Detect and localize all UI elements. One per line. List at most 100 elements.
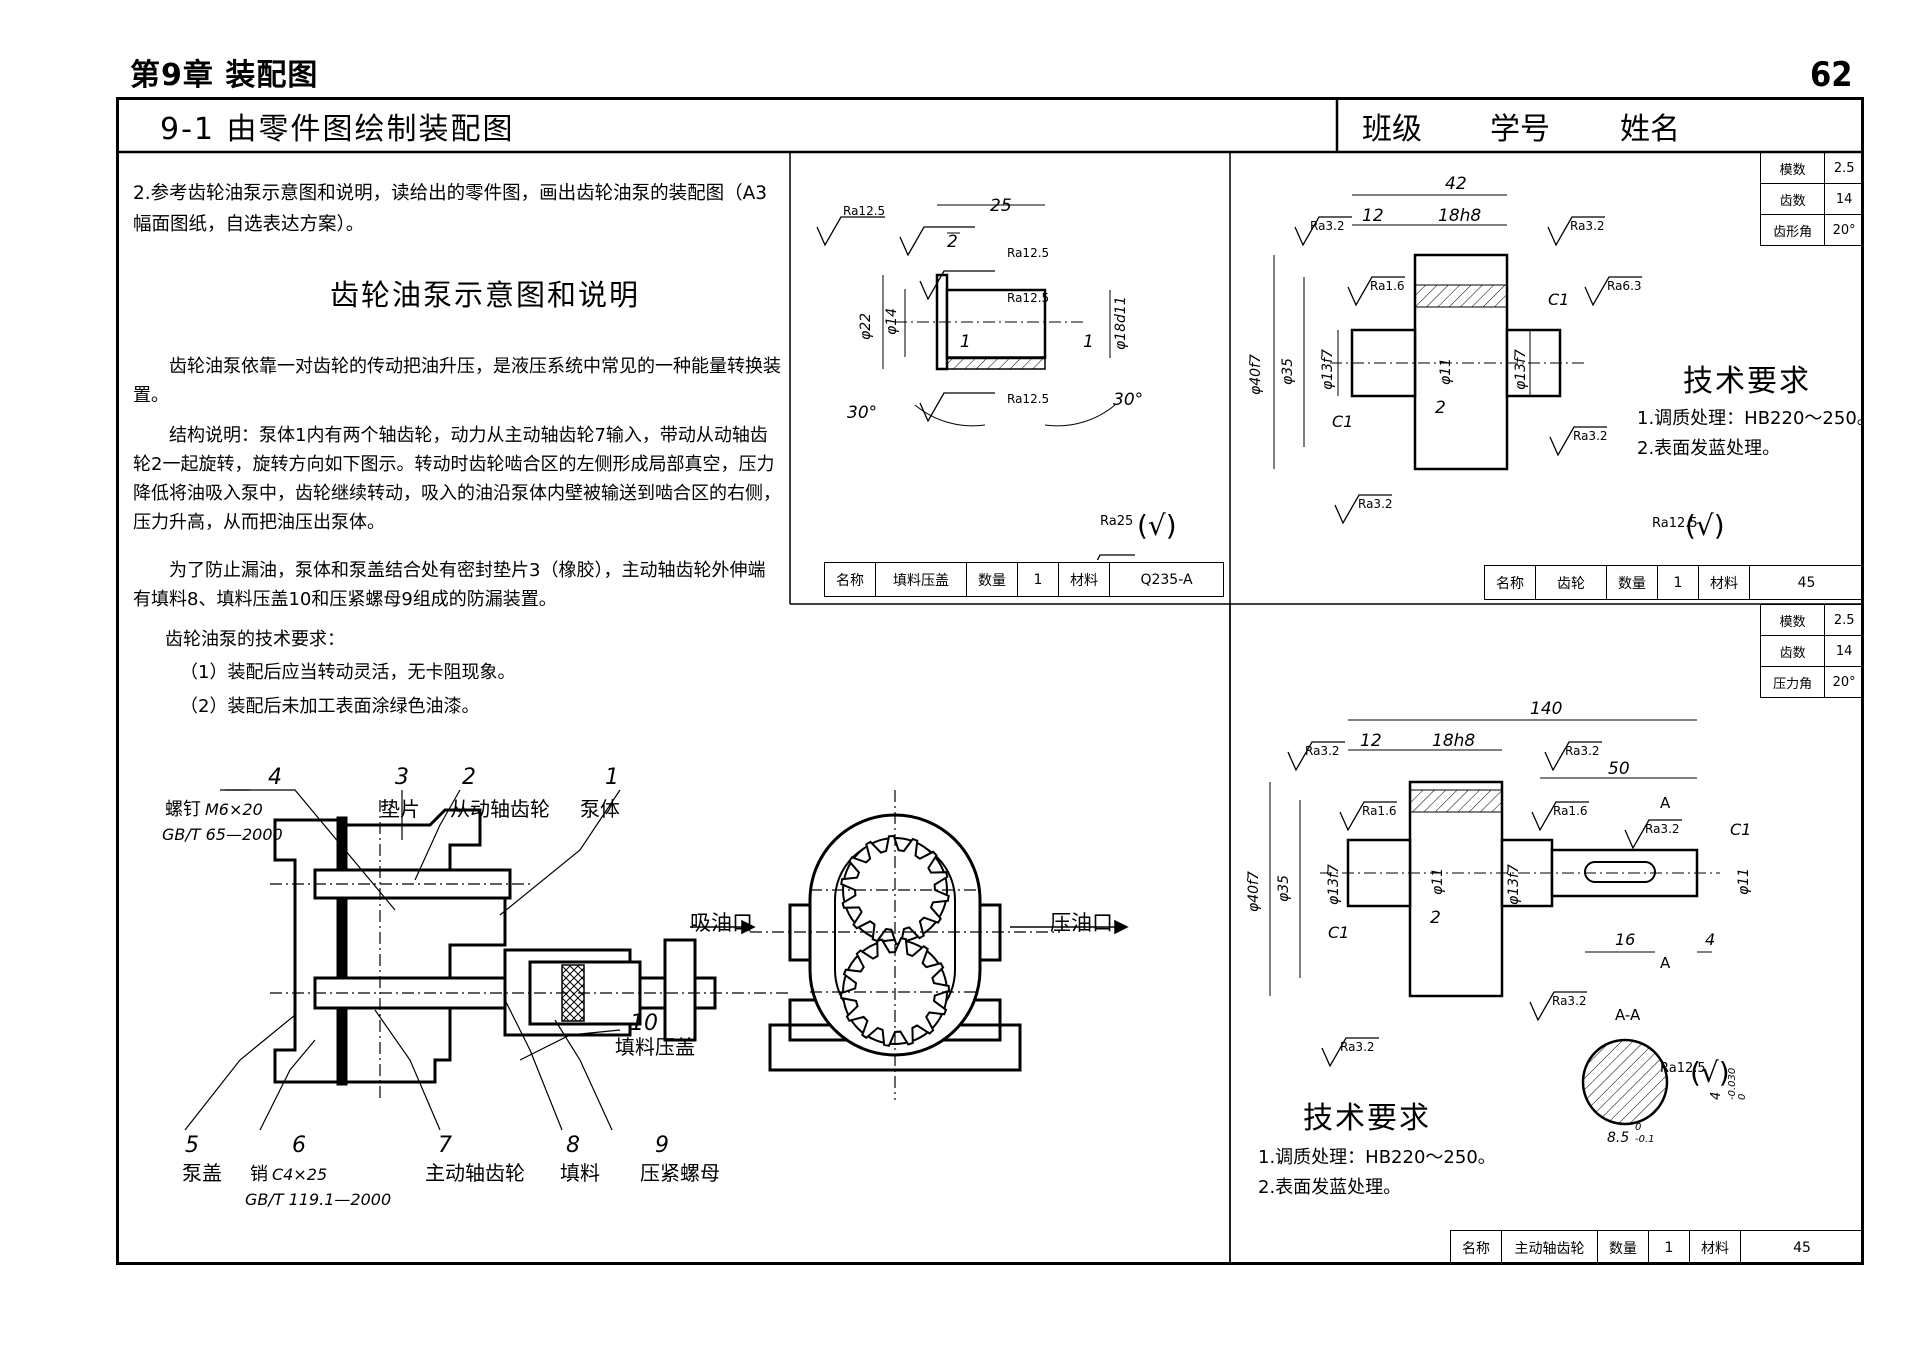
shaft-param-module-label: 模数: [1759, 604, 1826, 636]
gear-dim-phi13f7-a: φ13f7: [1320, 349, 1336, 390]
tech-req-title: 齿轮油泵的技术要求：: [165, 629, 345, 650]
shaft-param-angle: 20°: [1824, 666, 1864, 698]
shaft-dim-phi11-b: φ11: [1736, 868, 1752, 895]
tb-name-label: 名称: [824, 562, 876, 597]
balloon-3: 3: [395, 765, 409, 790]
pump-body: [343, 808, 507, 1084]
balloon-4: 4: [268, 765, 282, 790]
shaft-ra-6: Ra3.2: [1552, 994, 1587, 1008]
gear-req-2: 2.表面发蓝处理。: [1637, 438, 1781, 459]
gear-dim-18h8: 18h8: [1438, 206, 1481, 226]
tb-name-label: 名称: [1484, 565, 1536, 600]
label-gasket: 垫片: [380, 797, 420, 821]
gear-dim-phi40f7: φ40f7: [1248, 354, 1264, 395]
shaft-ra-2: Ra3.2: [1565, 744, 1600, 758]
gland-check: (√): [1137, 509, 1177, 542]
shaft-keyway-tol-lower: -0.030: [1727, 1068, 1738, 1100]
gland-dim-phi22: φ22: [858, 313, 874, 340]
shaft-dim-phi35: φ35: [1276, 875, 1292, 902]
shaft-ra-3: Ra1.6: [1362, 804, 1397, 818]
gear-param-module-label: 模数: [1759, 152, 1826, 184]
tech-req-2: （2）装配后未加工表面涂绿色油漆。: [180, 696, 480, 717]
shaft-dim-4: 4: [1705, 930, 1715, 949]
gland-dim-1a: 1: [960, 332, 971, 352]
tb-part-name: 主动轴齿轮: [1501, 1230, 1598, 1265]
shaft-dim-16: 16: [1615, 930, 1635, 949]
shaft-ra-7: Ra3.2: [1340, 1040, 1375, 1054]
tb-part-name: 填料压盖: [875, 562, 967, 597]
tb-material: 45: [1740, 1230, 1864, 1265]
pump-section-schematic: 4 3 2 1 5 6 7 8 9 10 泵体 从动轴齿轮 垫片 螺钉 M6×2…: [162, 765, 790, 1209]
shaft-section-title: A-A: [1615, 1006, 1641, 1024]
shaft-param-module: 2.5: [1824, 604, 1864, 636]
gear-ra-5: Ra3.2: [1573, 429, 1608, 443]
tb-mat-label: 材料: [1689, 1230, 1741, 1265]
gear-ra-1: Ra3.2: [1310, 219, 1345, 233]
gland-dim-25: 25: [990, 196, 1012, 216]
paragraph-structure: 结构说明：泵体1内有两个轴齿轮，动力从主动轴齿轮7输入，带动从动轴齿轮2一起旋转…: [133, 425, 781, 533]
shaft-dim-c1-b: C1: [1328, 923, 1349, 942]
shaft-part-drawing: 140 12 18h8 50 C1 φ40f7 φ35 φ13f7 φ11 φ1…: [1246, 699, 1752, 1145]
shaft-ra-1: Ra3.2: [1305, 744, 1340, 758]
gear-part-drawing: 42 12 18h8 C1 φ40f7 φ35 φ13f7 φ11 φ13f7 …: [1248, 174, 1725, 542]
gland-ra-2: Ra12.5: [1007, 246, 1049, 260]
balloon-8: 8: [566, 1133, 580, 1158]
tb-qty-label: 数量: [966, 562, 1018, 597]
label-gland: 填料压盖: [615, 1035, 695, 1059]
gear-dim-12: 12: [1362, 206, 1384, 226]
gland-title-block: 名称 填料压盖 数量 1 材料 Q235-A: [824, 562, 1224, 597]
shaft-ra-5: Ra3.2: [1645, 822, 1680, 836]
shaft-dim-phi13f7-b: φ13f7: [1506, 864, 1522, 905]
balloon-1: 1: [605, 765, 619, 790]
gear-ra-2: Ra3.2: [1570, 219, 1605, 233]
gear-ra-3: Ra1.6: [1370, 279, 1405, 293]
page-number: 62: [1810, 55, 1853, 95]
label-nut: 压紧螺母: [640, 1161, 720, 1185]
shaft-check: (√): [1690, 1056, 1730, 1089]
balloon-7: 7: [438, 1133, 452, 1158]
shaft-ra-4: Ra1.6: [1553, 804, 1588, 818]
label-pump-body: 泵体: [580, 797, 620, 821]
tb-material: 45: [1749, 565, 1864, 600]
gear-ra-6: Ra3.2: [1358, 497, 1393, 511]
paragraph-overview: 齿轮油泵依靠一对齿轮的传动把油升压，是液压系统中常见的一种能量转换装置。: [133, 356, 781, 406]
gear-param-module: 2.5: [1824, 152, 1864, 184]
gear-dim-phi35: φ35: [1280, 358, 1296, 385]
gear-param-teeth-label: 齿数: [1759, 183, 1826, 215]
shaft-keyway-tol-upper: 0: [1737, 1094, 1748, 1100]
label-pin-std: GB/T 119.1—2000: [245, 1190, 391, 1209]
tb-qty: 1: [1648, 1230, 1690, 1265]
balloon-9: 9: [655, 1133, 669, 1158]
gland-dim-30deg-a: 30°: [847, 403, 877, 423]
shaft-dim-phi40f7: φ40f7: [1246, 871, 1262, 912]
gear-dim-phi13f7-b: φ13f7: [1513, 349, 1529, 390]
shaft-req-1: 1.调质处理：HB220～250。: [1258, 1147, 1496, 1168]
label-screw-spec: M6×20: [205, 800, 263, 819]
label-inlet: 吸油口: [690, 911, 753, 935]
shaft-dim-140: 140: [1530, 699, 1562, 719]
shaft-dim-2: 2: [1430, 908, 1441, 928]
label-pump-cover: 泵盖: [182, 1161, 222, 1185]
gland-ra-3: Ra12.5: [1007, 291, 1049, 305]
gland-dim-2: 2: [947, 232, 958, 252]
gear-dim-c1-a: C1: [1548, 290, 1569, 309]
balloon-2: 2: [462, 765, 476, 790]
gear-dim-c1-b: C1: [1332, 412, 1353, 431]
label-outlet: 压油口: [1050, 911, 1113, 935]
shaft-dim-8-5: 8.5: [1607, 1130, 1629, 1145]
tb-qty: 1: [1017, 562, 1059, 597]
shaft-title-block: 名称 主动轴齿轮 数量 1 材料 45: [1450, 1230, 1864, 1265]
gear-title-block: 名称 齿轮 数量 1 材料 45: [1484, 565, 1864, 600]
gear-param-angle-label: 齿形角: [1759, 214, 1826, 246]
student-id-label: 学号: [1490, 112, 1550, 147]
tb-qty: 1: [1657, 565, 1699, 600]
gear-req-title: 技术要求: [1683, 364, 1811, 399]
gear-check: (√): [1685, 509, 1725, 542]
tb-material: Q235-A: [1109, 562, 1224, 597]
shaft-section-mark-a2: A: [1660, 954, 1671, 972]
name-label: 姓名: [1620, 112, 1680, 147]
shaft-tol-lower: -0.1: [1635, 1134, 1655, 1145]
